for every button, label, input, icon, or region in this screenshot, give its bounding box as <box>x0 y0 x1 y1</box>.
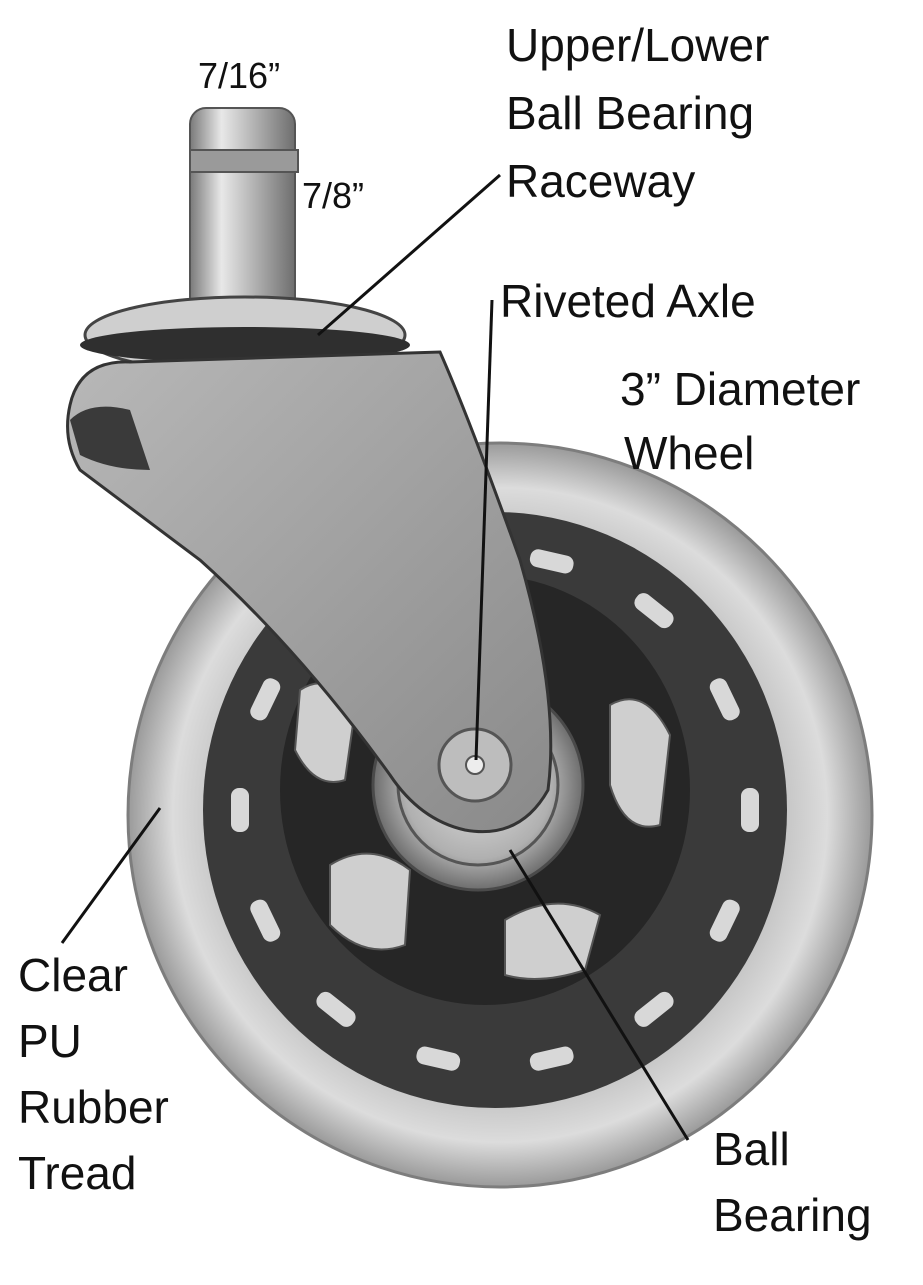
hub-slot <box>529 1046 574 1071</box>
hub-slot <box>529 549 574 574</box>
hub-slot <box>316 991 356 1027</box>
raceway-label-line3: Raceway <box>506 155 696 207</box>
hub-slot <box>416 1046 461 1071</box>
tread-label-line2: PU <box>18 1015 82 1067</box>
stem-pin <box>189 107 296 314</box>
raceway-label-line1: Upper/Lower <box>506 19 770 71</box>
hub-slot <box>250 899 281 942</box>
hub-slot <box>634 991 674 1027</box>
raceway-label-line2: Ball Bearing <box>506 87 755 139</box>
hub-slot <box>741 788 759 832</box>
hub-slot <box>231 788 249 832</box>
pin-length-label: 7/8” <box>302 175 365 216</box>
axle-label: Riveted Axle <box>500 275 756 327</box>
bearing-label-line1: Ball <box>713 1123 790 1175</box>
hub-slot <box>250 678 281 721</box>
hub-windows <box>293 682 672 980</box>
diameter-label-line1: 3” Diameter <box>620 363 861 415</box>
leader-raceway <box>317 173 501 337</box>
leader-lines <box>60 173 690 1141</box>
bearing-label-line2: Bearing <box>713 1189 872 1241</box>
leader-bearing <box>508 849 690 1141</box>
hub-slot <box>709 678 740 721</box>
tread-label-line4: Tread <box>18 1147 137 1199</box>
leader-axle <box>474 299 494 761</box>
pin-diameter-label: 7/16” <box>198 55 281 96</box>
hub-slots <box>231 549 759 1071</box>
fork-bracket <box>66 350 553 834</box>
hub-slot <box>709 899 740 942</box>
tread-label-line1: Clear <box>18 949 128 1001</box>
diameter-label-line2: Wheel <box>624 427 755 479</box>
tread-label-line3: Rubber <box>18 1081 169 1133</box>
hub-slot <box>634 593 674 629</box>
leader-tread <box>60 807 162 944</box>
